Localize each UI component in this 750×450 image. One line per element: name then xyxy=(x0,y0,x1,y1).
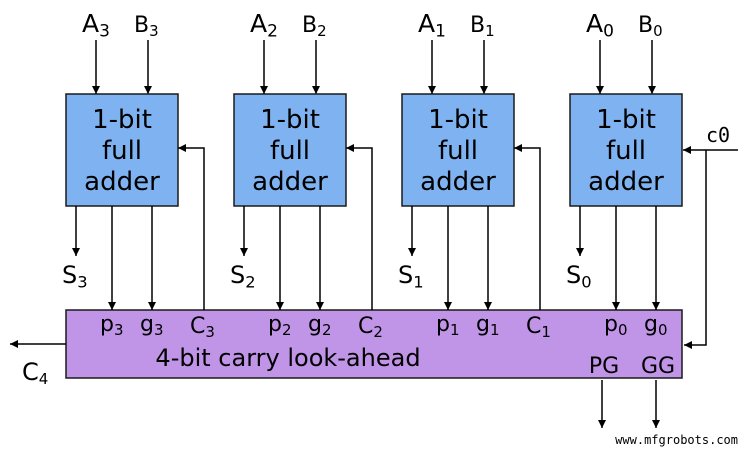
lookahead-unit-label: 4-bit carry look-ahead xyxy=(155,344,420,372)
sum-label: S2 xyxy=(230,261,256,291)
full-adder-label-line: full xyxy=(438,136,478,166)
carry-label: C2 xyxy=(358,314,383,341)
input-b-label: B3 xyxy=(134,13,159,40)
full-adder-label-line: adder xyxy=(84,167,160,197)
full-adder-label-line: full xyxy=(270,136,310,166)
full-adder-box xyxy=(233,93,347,207)
full-adder-label-line: 1-bit xyxy=(260,105,320,135)
generate-label: g2 xyxy=(308,312,331,339)
full-adder-label-line: full xyxy=(102,136,142,166)
input-b-label: B2 xyxy=(302,13,327,40)
carry-out-label: C4 xyxy=(22,358,48,388)
propagate-label: p1 xyxy=(436,312,459,339)
propagate-label: p2 xyxy=(268,312,291,339)
carry-in-wire xyxy=(514,144,541,310)
generate-label: g0 xyxy=(644,312,667,339)
input-a-label: A3 xyxy=(82,9,110,42)
full-adder-label-line: adder xyxy=(588,167,664,197)
carry-in-wire xyxy=(346,144,373,310)
carry-label: C3 xyxy=(190,314,215,341)
full-adder-label-line: adder xyxy=(252,167,328,197)
generate-label: g1 xyxy=(476,312,499,339)
full-adder-box xyxy=(569,93,683,207)
sum-label: S3 xyxy=(62,261,88,291)
carry-in-wire xyxy=(178,144,205,310)
pg-label: PG xyxy=(589,354,619,379)
full-adder-label-line: 1-bit xyxy=(596,105,656,135)
carry-label: C1 xyxy=(526,314,551,341)
full-adder-label-line: full xyxy=(606,136,646,166)
watermark: www.mfgrobots.com xyxy=(615,433,738,447)
full-adder-label-line: adder xyxy=(420,167,496,197)
full-adder-label-line: 1-bit xyxy=(428,105,488,135)
lookahead-unit-box xyxy=(65,309,683,379)
input-b-label: B0 xyxy=(638,13,663,40)
sum-label: S0 xyxy=(566,261,592,291)
gg-label: GG xyxy=(641,354,675,379)
full-adder-label-line: 1-bit xyxy=(92,105,152,135)
carry-in-feed-wire xyxy=(684,150,707,349)
propagate-label: p0 xyxy=(604,312,627,339)
input-a-label: A1 xyxy=(418,9,446,42)
propagate-label: p3 xyxy=(100,312,123,339)
input-a-label: A2 xyxy=(250,9,278,42)
full-adder-box xyxy=(401,93,515,207)
generate-label: g3 xyxy=(140,312,163,339)
input-b-label: B1 xyxy=(470,13,495,40)
sum-label: S1 xyxy=(398,261,424,291)
input-a-label: A0 xyxy=(586,9,614,42)
carry-in-label: c0 xyxy=(706,123,730,147)
